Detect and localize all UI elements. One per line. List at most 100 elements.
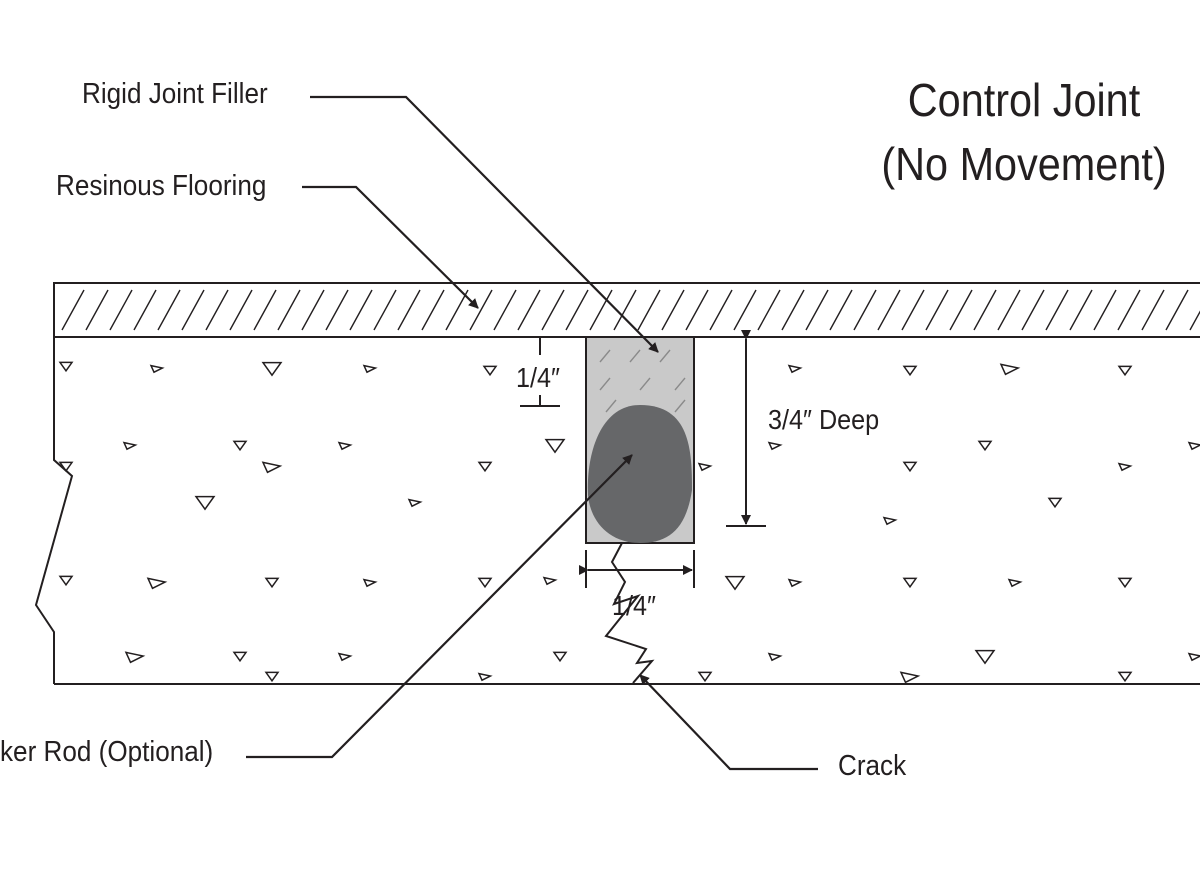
hatch-stroke	[973, 289, 997, 331]
hatch-stroke	[949, 289, 973, 331]
hatch-stroke	[1021, 289, 1045, 331]
hatch-stroke	[1045, 289, 1069, 331]
aggregate-triangle	[407, 498, 423, 508]
label-dim-width: 1/4″	[612, 590, 656, 621]
aggregate-triangle	[477, 461, 493, 473]
hatch-stroke	[1117, 289, 1141, 331]
label-resinous-flooring: Resinous Flooring	[56, 170, 267, 202]
aggregate-triangle	[977, 440, 993, 452]
aggregate-triangle	[724, 575, 746, 591]
filler-hatch-stroke	[599, 349, 611, 363]
aggregate-triangle	[337, 441, 353, 451]
hatch-stroke	[829, 289, 853, 331]
hatch-stroke	[277, 289, 301, 331]
hatch-stroke	[901, 289, 925, 331]
hatch-stroke	[757, 289, 781, 331]
aggregate-triangle	[194, 495, 216, 511]
hatch-stroke	[229, 289, 253, 331]
aggregate-triangle	[122, 441, 138, 451]
aggregate-triangle	[544, 438, 566, 454]
hatch-stroke	[1093, 289, 1117, 331]
filler-hatch-stroke	[599, 377, 611, 391]
hatch-stroke	[397, 289, 421, 331]
aggregate-triangle	[264, 577, 280, 589]
hatch-stroke	[493, 289, 517, 331]
aggregate-triangle	[477, 577, 493, 589]
aggregate-triangle	[482, 365, 498, 377]
hatch-stroke	[1189, 310, 1200, 331]
aggregate-triangle	[1117, 365, 1133, 377]
aggregate-triangle	[261, 361, 283, 377]
hatch-stroke	[181, 289, 205, 331]
hatch-stroke	[589, 289, 613, 331]
aggregate-triangle	[974, 649, 996, 665]
aggregate-triangle	[337, 652, 353, 662]
hatch-stroke	[997, 289, 1021, 331]
backer-rod-leader	[246, 454, 633, 759]
backer-rod	[587, 405, 692, 543]
aggregate-triangle	[58, 575, 74, 587]
aggregate-triangle	[149, 364, 165, 374]
aggregate-triangle	[362, 578, 378, 588]
aggregate-triangle	[552, 651, 568, 663]
hatch-stroke	[445, 289, 469, 331]
aggregate-triangle	[58, 361, 74, 373]
hatch-stroke	[373, 289, 397, 331]
hatch-stroke	[637, 289, 661, 331]
flooring-leader	[302, 185, 479, 309]
hatch-stroke	[565, 289, 589, 331]
aggregate-triangle	[542, 576, 558, 586]
hatch-stroke	[253, 289, 277, 331]
aggregate-triangle	[362, 364, 378, 374]
filler-hatch	[599, 349, 686, 413]
aggregate-triangle	[767, 652, 783, 662]
aggregate-triangle	[1007, 578, 1023, 588]
hatch-stroke	[1069, 289, 1093, 331]
dim-depth	[726, 330, 766, 527]
aggregate-triangle	[232, 440, 248, 452]
aggregate-triangle	[1117, 671, 1133, 683]
filler-hatch-stroke	[629, 349, 641, 363]
hatch-stroke	[301, 289, 325, 331]
aggregate-triangle	[767, 441, 783, 451]
hatch-stroke	[877, 289, 901, 331]
hatch-stroke	[517, 289, 541, 331]
hatch-stroke	[133, 289, 157, 331]
aggregate-triangle	[264, 671, 280, 683]
hatch-stroke	[805, 289, 829, 331]
aggregate-triangle	[882, 516, 898, 526]
hatch-stroke	[853, 289, 877, 331]
aggregate-triangle	[477, 672, 493, 682]
label-dim-top: 1/4″	[516, 362, 560, 393]
aggregate-triangle	[1187, 441, 1200, 451]
aggregate-triangle	[124, 651, 146, 664]
aggregate-triangle	[787, 364, 803, 374]
aggregate-triangle	[902, 577, 918, 589]
aggregate-triangle	[697, 462, 713, 472]
hatch-stroke	[685, 289, 709, 331]
label-crack: Crack	[838, 750, 907, 782]
title-line-1: Control Joint	[907, 74, 1141, 126]
aggregate-triangle	[999, 363, 1021, 376]
aggregate-triangle	[261, 461, 283, 474]
concrete-aggregate	[58, 361, 1200, 684]
hatch-stroke	[157, 289, 181, 331]
aggregate-triangle	[1117, 577, 1133, 589]
label-backer-rod: ker Rod (Optional)	[0, 736, 214, 768]
hatch-stroke	[1165, 289, 1189, 331]
aggregate-triangle	[232, 651, 248, 663]
aggregate-triangle	[697, 671, 713, 683]
aggregate-triangle	[899, 671, 921, 684]
filler-hatch-stroke	[674, 399, 686, 413]
resinous-flooring-layer	[53, 282, 1200, 338]
hatch-stroke	[1141, 289, 1165, 331]
hatch-stroke	[325, 289, 349, 331]
label-rigid-joint-filler: Rigid Joint Filler	[82, 78, 268, 110]
title-line-2: (No Movement)	[881, 138, 1167, 191]
hatch-stroke	[541, 289, 565, 331]
hatch-stroke	[709, 289, 733, 331]
hatch-stroke	[661, 289, 685, 331]
diagram-title: Control Joint (No Movement)	[835, 68, 1200, 197]
hatch-stroke	[469, 289, 493, 331]
flooring-hatch	[61, 289, 1200, 331]
